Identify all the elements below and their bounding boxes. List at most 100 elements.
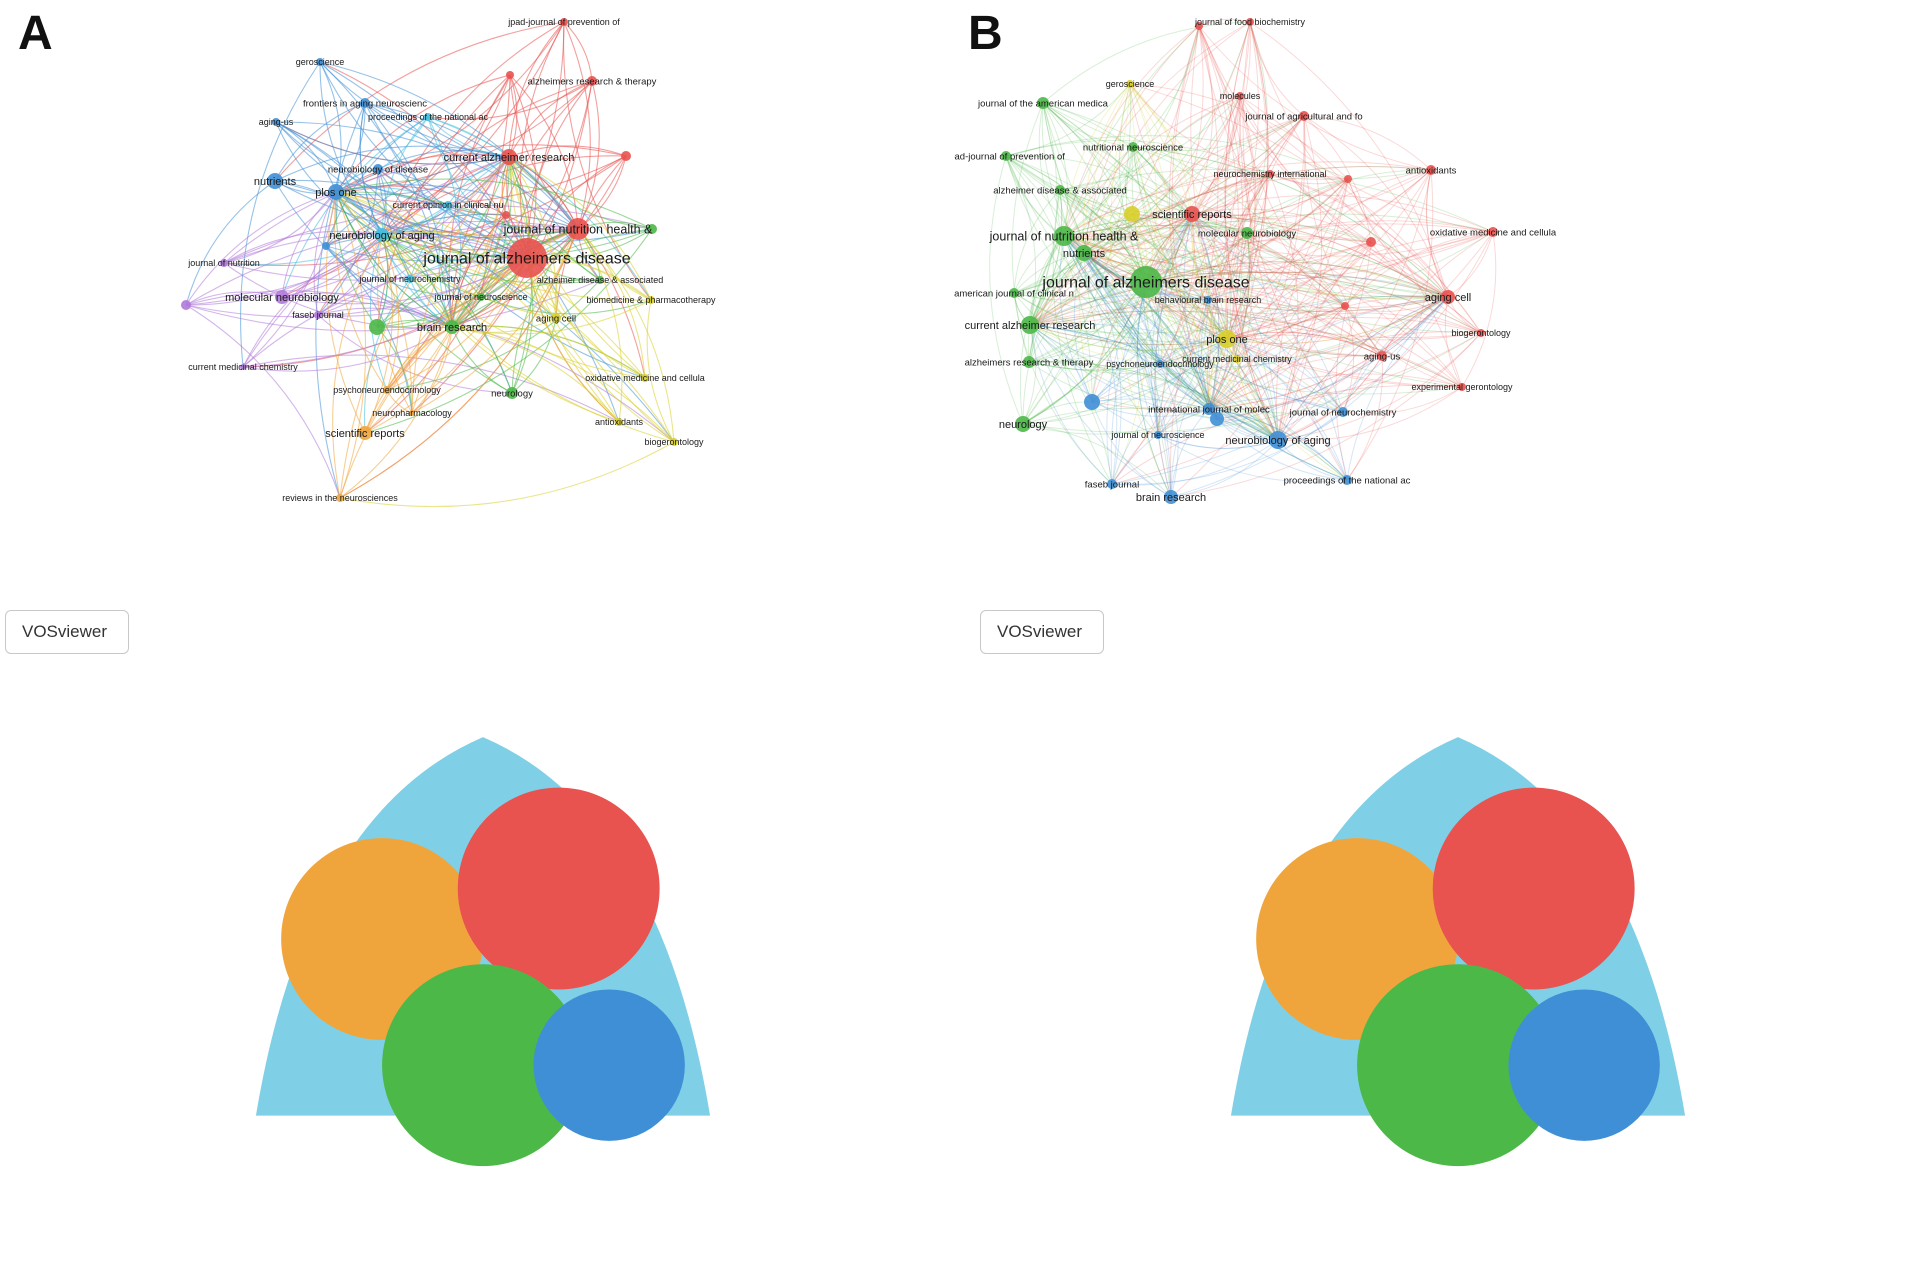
vosviewer-badge-a[interactable]: VOSviewer [5,610,711,1167]
edge-link [1191,213,1482,334]
journal-node[interactable] [1195,22,1203,30]
journal-node[interactable] [1203,403,1215,415]
journal-node[interactable] [1107,479,1117,489]
edge-link [1005,155,1147,283]
journal-node[interactable] [1236,92,1244,100]
edge-link [1059,235,1093,403]
journal-node[interactable] [409,410,415,416]
journal-node[interactable] [220,259,228,267]
journal-node[interactable] [1210,412,1224,426]
journal-node[interactable] [621,151,631,161]
journal-node[interactable] [647,296,655,304]
edge-link [1169,173,1271,498]
journal-node[interactable] [406,275,414,283]
journal-node[interactable] [1009,288,1019,298]
journal-node[interactable] [1128,142,1138,152]
journal-node[interactable] [1233,355,1241,363]
journal-node[interactable] [1269,431,1287,449]
journal-node[interactable] [275,290,289,304]
journal-node[interactable] [1241,227,1253,239]
edge-link [1063,235,1348,481]
journal-node[interactable] [1076,245,1092,261]
journal-node[interactable] [358,426,372,440]
journal-node[interactable] [369,319,385,335]
journal-node[interactable] [316,58,324,66]
journal-node[interactable] [506,387,518,399]
journal-node[interactable] [507,238,547,278]
journal-node[interactable] [314,311,322,319]
journal-node[interactable] [560,18,568,26]
journal-node[interactable] [1156,360,1164,368]
vosviewer-badge-b[interactable]: VOSviewer [980,610,1686,1167]
journal-node[interactable] [615,418,623,426]
journal-node[interactable] [1126,80,1134,88]
edge-link [1083,248,1346,307]
edge-link [1005,139,1271,175]
edge-link [1063,146,1134,237]
journal-node[interactable] [1441,290,1455,304]
journal-node[interactable] [1366,237,1376,247]
edge-link [381,234,453,328]
journal-node[interactable] [477,293,485,301]
journal-node[interactable] [272,118,280,126]
journal-node[interactable] [1266,170,1274,178]
journal-node[interactable] [267,173,283,189]
journal-node[interactable] [641,374,649,382]
edge-link [1198,18,1251,27]
journal-node[interactable] [1084,394,1100,410]
journal-node[interactable] [1338,407,1348,417]
journal-node[interactable] [336,494,344,502]
journal-node[interactable] [647,224,657,234]
journal-node[interactable] [506,71,514,79]
journal-node[interactable] [1341,302,1349,310]
journal-node[interactable] [444,201,452,209]
journal-node[interactable] [1204,296,1212,304]
journal-node[interactable] [551,313,561,323]
journal-node[interactable] [670,438,678,446]
edge-link [1029,324,1228,351]
journal-node[interactable] [1015,416,1031,432]
edge-link [1277,241,1372,441]
journal-node[interactable] [373,164,383,174]
edge-link [1370,241,1449,298]
journal-node[interactable] [1055,185,1065,195]
journal-node[interactable] [1246,18,1254,26]
journal-node[interactable] [328,184,344,200]
journal-node[interactable] [1021,316,1039,334]
journal-node[interactable] [502,211,510,219]
journal-node[interactable] [445,320,459,334]
journal-node[interactable] [240,364,246,370]
node-label: oxidative medicine and cellula [585,373,705,383]
journal-node[interactable] [1184,206,1200,222]
journal-node[interactable] [1001,151,1011,161]
journal-node[interactable] [1377,351,1387,361]
edge-link [1226,241,1372,340]
journal-node[interactable] [1477,329,1485,337]
journal-node[interactable] [1130,266,1162,298]
edge-link [364,102,510,158]
journal-node[interactable] [424,113,432,121]
journal-node[interactable] [587,76,597,86]
journal-node[interactable] [1124,206,1140,222]
journal-node[interactable] [501,149,517,165]
journal-node[interactable] [1458,383,1466,391]
journal-node[interactable] [1037,97,1049,109]
journal-node[interactable] [1164,490,1178,504]
journal-node[interactable] [360,98,370,108]
edge-link [1091,295,1449,403]
journal-node[interactable] [1218,330,1236,348]
journal-node[interactable] [383,386,391,394]
journal-node[interactable] [567,218,589,240]
journal-node[interactable] [1342,475,1352,485]
journal-node[interactable] [1488,227,1498,237]
journal-node[interactable] [322,242,330,250]
journal-node[interactable] [375,228,389,242]
journal-node[interactable] [1299,111,1309,121]
journal-node[interactable] [1154,431,1162,439]
journal-node[interactable] [1426,165,1436,175]
journal-node[interactable] [1344,175,1352,183]
journal-node[interactable] [1054,226,1074,246]
journal-node[interactable] [596,276,604,284]
journal-node[interactable] [181,300,191,310]
journal-node[interactable] [1023,356,1035,368]
